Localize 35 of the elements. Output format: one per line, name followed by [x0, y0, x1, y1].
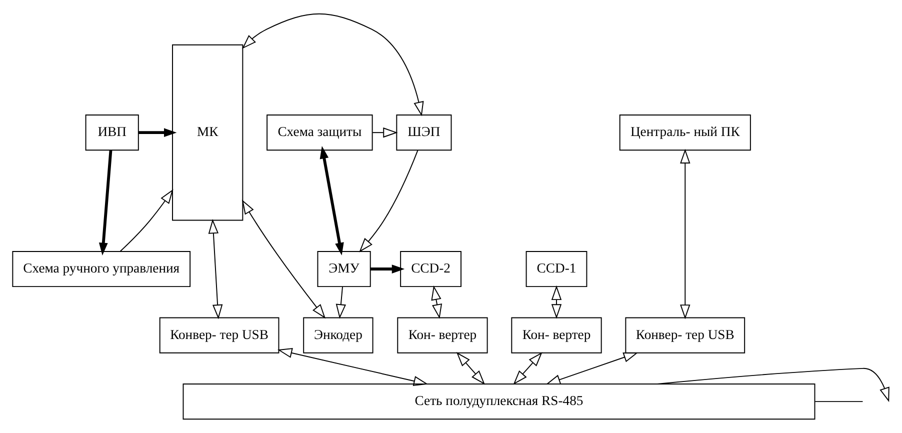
node-box: CCD-2 — [400, 250, 462, 288]
arrow — [656, 368, 890, 402]
node-box: Кон- вертер — [397, 317, 488, 354]
node-box: ШЭП — [396, 114, 452, 151]
arrow — [242, 13, 424, 116]
node-box: Сеть полудуплексная RS-485 — [182, 384, 816, 420]
arrow — [546, 352, 638, 384]
arrow — [431, 285, 442, 319]
arrow — [551, 285, 562, 319]
node-box: Схема защиты — [266, 114, 373, 151]
arrow — [680, 148, 690, 320]
node-box: Энкодер — [303, 317, 374, 354]
node-box: Централь- ный ПК — [619, 114, 751, 151]
arrow — [278, 348, 428, 386]
arrow — [456, 352, 486, 385]
arrow — [513, 352, 542, 385]
node-box: Схема ручного управления — [12, 250, 191, 288]
arrow — [336, 286, 346, 319]
arrow — [208, 218, 223, 320]
arrow — [370, 264, 405, 274]
connector — [814, 401, 864, 402]
node-box: МК — [172, 44, 244, 221]
node-box: Кон- вертер — [511, 317, 602, 354]
arrow — [138, 128, 177, 138]
node-box: ИВП — [85, 114, 139, 151]
arrow — [120, 189, 174, 252]
node-box: ЭМУ — [317, 250, 371, 288]
node-box: Конвер- тер USB — [159, 317, 280, 354]
node-box: Конвер- тер USB — [625, 317, 746, 354]
arrow — [359, 150, 418, 252]
arrow — [320, 146, 344, 256]
arrow — [242, 200, 326, 319]
arrow — [98, 150, 112, 256]
node-box: CCD-1 — [526, 250, 588, 288]
arrow — [372, 127, 398, 138]
